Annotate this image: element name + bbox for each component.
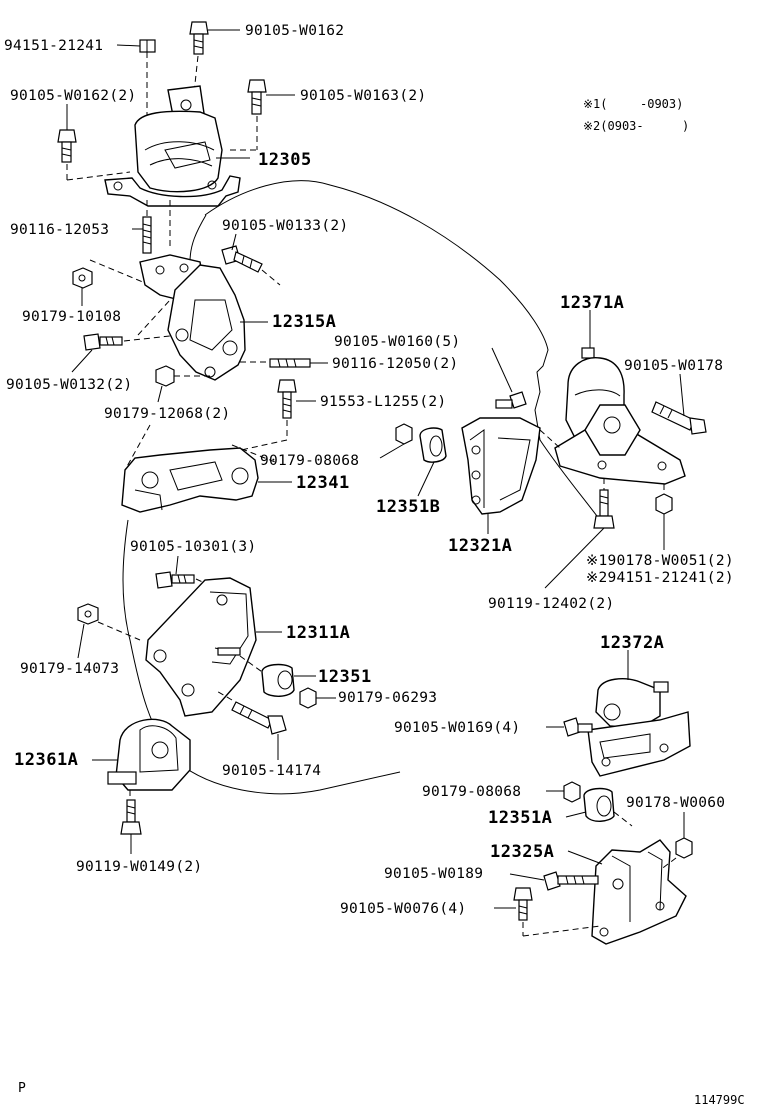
bolt-90105-W0133-2 (221, 245, 263, 273)
nut-94151-21241 (139, 39, 156, 53)
label-90105-W0162-2: 90105-W0162(2) (10, 88, 136, 104)
engine-mount-12305 (104, 85, 241, 207)
bushing-12351 (261, 663, 295, 697)
bolt-90105-W0132-2 (83, 333, 123, 351)
label-12351: 12351 (318, 667, 372, 687)
stud-90116-12050-2 (269, 358, 311, 368)
label-12361A: 12361A (14, 750, 78, 770)
part-labels: 94151-21241 90105-W0162 90105-W0162(2) 9… (4, 23, 734, 917)
label-90119-W0149-2: 90119-W0149(2) (76, 859, 202, 875)
label-90179-10108: 90179-10108 (22, 309, 121, 325)
bolt-90105-W0160-5 (495, 391, 527, 409)
nut-90179-14073 (77, 603, 99, 625)
bushing-12351B (419, 427, 447, 463)
label-91553-L1255-2: 91553-L1255(2) (320, 394, 446, 410)
bracket-12315A (139, 254, 246, 381)
bushing-12351A (583, 787, 615, 822)
label-90105-W0132-2: 90105-W0132(2) (6, 377, 132, 393)
label-90178-W0060: 90178-W0060 (626, 795, 725, 811)
bolt-90105-10301-3 (155, 571, 195, 589)
bolt-91553-L1255-2 (277, 379, 297, 419)
bolt-90105-14174 (231, 701, 287, 735)
engine-mount-12361A (107, 718, 191, 791)
engine-mount-12372A (587, 678, 691, 777)
diagram-code: 114799C (694, 1093, 745, 1107)
engine-mount-12371A (554, 347, 686, 485)
bolt-90105-W0076-4 (513, 887, 533, 921)
label-12372A: 12372A (600, 633, 664, 653)
bolt-90105-W0162-2 (57, 129, 77, 163)
bolt-90105-W0169-4 (563, 717, 593, 737)
bolt-90105-W0178 (651, 401, 707, 435)
nut-90179-12068-2 (155, 365, 175, 387)
bracket-12325A (591, 839, 687, 945)
label-90116-12050-2: 90116-12050(2) (332, 356, 458, 372)
bracket-12321A (461, 417, 541, 515)
label-12341: 12341 (296, 473, 350, 493)
nut-90179-08068-a (395, 423, 413, 445)
label-12321A: 12321A (448, 536, 512, 556)
nut-90179-08068-b (563, 781, 581, 803)
label-90179-14073: 90179-14073 (20, 661, 119, 677)
bracket-12311A (145, 577, 257, 717)
note-1-mark: ※1( (583, 97, 608, 111)
label-12315A: 12315A (272, 312, 336, 332)
label-90105-W0169-4: 90105-W0169(4) (394, 720, 520, 736)
bolt-90119-12402-2 (593, 489, 615, 529)
bolt-90105-W0162 (189, 21, 209, 55)
engine-outline (122, 180, 601, 795)
note-1-range: -0903) (640, 97, 683, 111)
label-12351B: 12351B (376, 497, 440, 517)
stud-90116-12053 (142, 216, 152, 254)
label-12305: 12305 (258, 150, 312, 170)
bracket-12341 (121, 447, 259, 513)
nut-90178-W0060 (675, 837, 693, 859)
nut-90179-06293 (299, 687, 317, 709)
label-90105-W0076-4: 90105-W0076(4) (340, 901, 466, 917)
label-90178-W0051-2: ※190178-W0051(2) (586, 553, 734, 569)
bolt-90119-W0149-2 (120, 799, 142, 835)
notes-block: ※1( -0903) ※2(0903- ) (583, 97, 689, 133)
label-90116-12053: 90116-12053 (10, 222, 109, 238)
label-90105-W0163-2: 90105-W0163(2) (300, 88, 426, 104)
label-90105-14174: 90105-14174 (222, 763, 321, 779)
label-90105-10301-3: 90105-10301(3) (130, 539, 256, 555)
nut-90178-W0051 (655, 493, 673, 515)
label-94151-21241: 94151-21241 (4, 38, 103, 54)
bolt-90105-W0163-2 (247, 79, 267, 115)
label-90105-W0160-5: 90105-W0160(5) (334, 334, 460, 350)
label-12371A: 12371A (560, 293, 624, 313)
label-90105-W0178: 90105-W0178 (624, 358, 723, 374)
label-90105-W0133-2: 90105-W0133(2) (222, 218, 348, 234)
label-90179-06293: 90179-06293 (338, 690, 437, 706)
note-2-mark: ※2(0903- (583, 119, 644, 133)
label-12351A: 12351A (488, 808, 552, 828)
bolt-90105-W0189 (543, 871, 599, 891)
label-90179-08068-b: 90179-08068 (422, 784, 521, 800)
label-90105-W0162: 90105-W0162 (245, 23, 344, 39)
label-12311A: 12311A (286, 623, 350, 643)
nut-90179-10108 (72, 267, 93, 289)
label-90105-W0189: 90105-W0189 (384, 866, 483, 882)
label-94151-21241-2: ※294151-21241(2) (586, 570, 734, 586)
label-90179-08068-a: 90179-08068 (260, 453, 359, 469)
corner-mark: P (18, 1081, 26, 1096)
label-12325A: 12325A (490, 842, 554, 862)
note-2-range: ) (682, 119, 689, 133)
label-90179-12068-2: 90179-12068(2) (104, 406, 230, 422)
label-90119-12402-2: 90119-12402(2) (488, 596, 614, 612)
